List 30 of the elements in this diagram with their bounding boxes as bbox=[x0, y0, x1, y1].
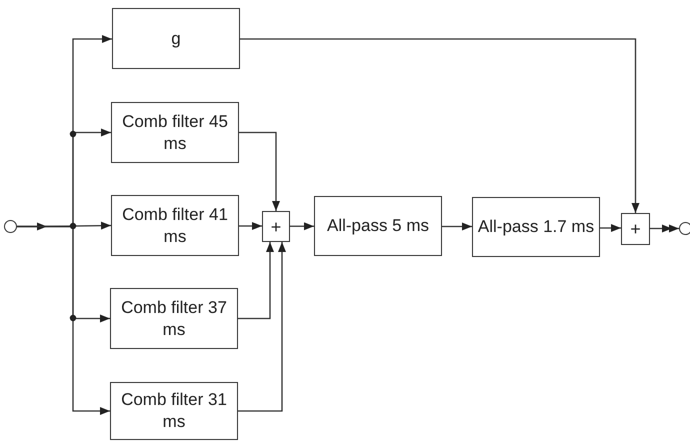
plus-sign: + bbox=[270, 218, 282, 236]
block-label: All-pass 5 ms bbox=[326, 215, 430, 237]
block-label: Comb filter 31 ms bbox=[120, 389, 228, 433]
block-label: Comb filter 45 ms bbox=[121, 110, 229, 154]
signal-arrow bbox=[238, 242, 286, 412]
comb-filter-block bbox=[111, 195, 239, 256]
comb-filter-block bbox=[110, 288, 238, 349]
comb-filter-block bbox=[110, 382, 238, 440]
gain-block bbox=[112, 8, 240, 69]
plus-sign: + bbox=[630, 220, 641, 238]
signal-arrow bbox=[442, 222, 472, 230]
terminal-circle bbox=[4, 220, 17, 233]
signal-arrow bbox=[239, 222, 262, 230]
all-pass-block bbox=[472, 197, 600, 257]
terminal-circle bbox=[679, 222, 690, 235]
block-label: Comb filter 41 ms bbox=[121, 204, 229, 248]
summing-junction bbox=[621, 213, 650, 245]
signal-arrow bbox=[290, 222, 314, 230]
signal-arrow bbox=[600, 224, 621, 232]
block-label: Comb filter 37 ms bbox=[120, 296, 228, 340]
comb-filter-block bbox=[111, 102, 239, 163]
block-label: All-pass 1.7 ms bbox=[478, 216, 594, 238]
signal-arrow bbox=[17, 226, 110, 415]
summing-junction bbox=[262, 211, 290, 242]
block-label: g bbox=[171, 28, 181, 50]
signal-arrow bbox=[239, 132, 280, 211]
signal-arrow bbox=[240, 38, 640, 213]
signal-arrow bbox=[650, 224, 679, 232]
signal-arrow bbox=[238, 242, 274, 320]
all-pass-block bbox=[314, 196, 442, 256]
